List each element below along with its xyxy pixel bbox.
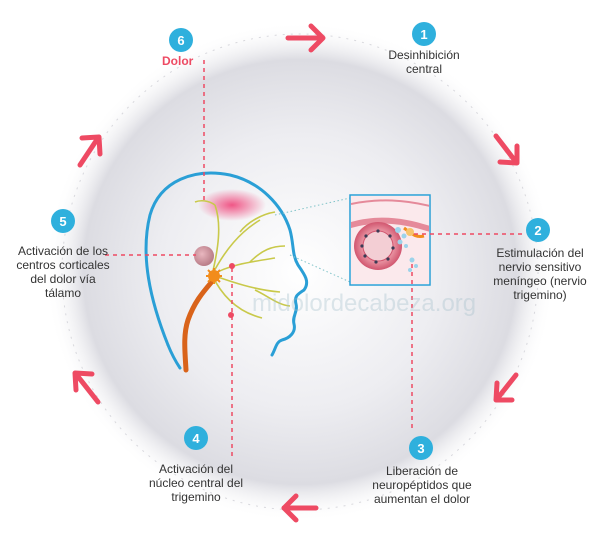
step-2-label-line: trigemino): [484, 288, 596, 302]
step-4-badge: 4: [184, 426, 208, 450]
step-1-label: Desinhibición central: [364, 48, 484, 76]
step-4-label: Activación del núcleo central del trigem…: [132, 462, 260, 504]
step-1-badge: 1: [412, 22, 436, 46]
step-5-badge: 5: [51, 209, 75, 233]
step-1-label-line: Desinhibición: [364, 48, 484, 62]
step-2-label-line: nervio sensitivo: [484, 260, 596, 274]
step-5-label-line: centros corticales: [4, 258, 122, 272]
step-1-label-line: central: [364, 62, 484, 76]
watermark: midolordecabeza.org: [252, 290, 476, 318]
step-2-label-line: Estimulación del: [484, 246, 596, 260]
step-3-label-line: Liberación de: [360, 464, 484, 478]
step-3-label-line: neuropéptidos que: [360, 478, 484, 492]
step-4-label-line: trigemino: [132, 490, 260, 504]
step-3-label: Liberación de neuropéptidos que aumentan…: [360, 464, 484, 506]
step-2-label: Estimulación del nervio sensitivo meníng…: [484, 246, 596, 302]
step-5-label: Activación de los centros corticales del…: [4, 244, 122, 300]
step-4-label-line: Activación del: [132, 462, 260, 476]
step-3-label-line: aumentan el dolor: [360, 492, 484, 506]
step-6-badge: 6: [169, 28, 193, 52]
step-4-label-line: núcleo central del: [132, 476, 260, 490]
step-6-label: Dolor: [162, 54, 193, 68]
step-5-label-line: Activación de los: [4, 244, 122, 258]
step-5-label-line: del dolor vía: [4, 272, 122, 286]
step-5-label-line: tálamo: [4, 286, 122, 300]
meningeal-inset: [350, 195, 430, 285]
step-2-badge: 2: [526, 218, 550, 242]
step-2-label-line: meníngeo (nervio: [484, 274, 596, 288]
step-3-badge: 3: [409, 436, 433, 460]
